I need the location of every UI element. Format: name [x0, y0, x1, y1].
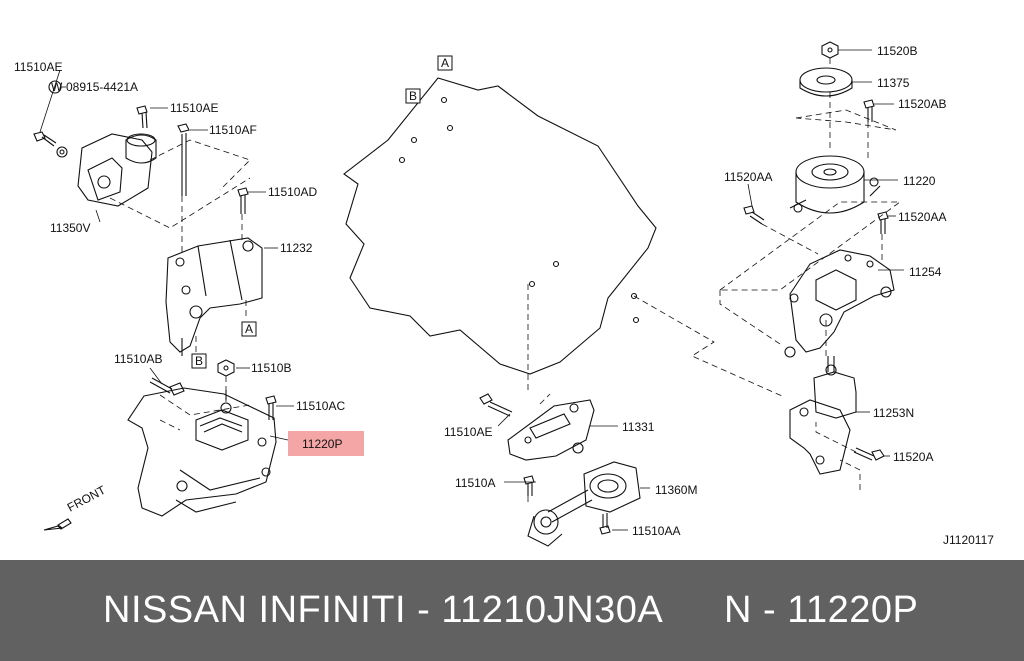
engine-mount-11350v — [77, 133, 157, 207]
bolt-icon — [877, 211, 889, 234]
engine-mount-11220 — [789, 155, 881, 214]
label-08915: 08915-4421A — [66, 80, 138, 94]
long-bolt-icon — [177, 123, 190, 196]
label-11520b: 11520B — [877, 44, 917, 58]
engine-outline — [343, 77, 657, 375]
footer-banner: NISSAN INFINITI - 11210JN30A N - 11220P — [0, 560, 1024, 661]
label-11520aa-left: 11520AA — [724, 170, 773, 184]
box-label-a-mid: A — [441, 56, 449, 70]
bolt-icon — [863, 99, 875, 122]
bracket-11232 — [165, 237, 263, 356]
bolt-icon — [237, 187, 249, 214]
label-11510ab: 11510AB — [114, 352, 163, 366]
label-11254: 11254 — [909, 265, 942, 279]
label-11220: 11220 — [903, 174, 936, 188]
engine-mount-11253n — [789, 356, 857, 475]
nut-icon — [217, 359, 235, 377]
label-11510ae-mid: 11510AE — [444, 425, 493, 439]
label-11520a: 11520A — [893, 450, 933, 464]
label-11232: 11232 — [280, 241, 313, 255]
bolt-icon — [523, 475, 535, 496]
torque-rod-11360m — [527, 461, 641, 547]
nut-icon — [821, 41, 839, 59]
bolt-icon — [149, 377, 185, 396]
banner-oem-part-number: N - 11220P — [724, 589, 919, 631]
label-11520ab: 11520AB — [898, 97, 947, 111]
washer-symbol: W — [51, 80, 63, 94]
bracket-11254 — [784, 249, 895, 358]
label-11510a: 11510A — [455, 476, 495, 490]
label-11220p: 11220P — [302, 437, 342, 451]
label-11510ad: 11510AD — [268, 185, 317, 199]
banner-brand-part-number: NISSAN INFINITI - 11210JN30A — [103, 589, 664, 631]
box-label-b-left: B — [195, 354, 203, 368]
bolt-icon — [853, 447, 885, 461]
label-11520aa-right: 11520AA — [898, 210, 947, 224]
label-11510aa: 11510AA — [632, 524, 681, 538]
bolt-icon — [743, 205, 765, 225]
label-11253n: 11253N — [873, 406, 914, 420]
bolt-icon — [136, 105, 148, 129]
label-11360m: 11360M — [655, 483, 697, 497]
bolt-icon — [599, 513, 611, 535]
engine-mount-points — [398, 96, 640, 324]
washer-11375 — [799, 67, 853, 97]
label-11510b: 11510B — [251, 361, 291, 375]
label-11510ac: 11510AC — [296, 399, 345, 413]
label-11331: 11331 — [622, 420, 655, 434]
label-11375: 11375 — [877, 76, 910, 90]
front-arrow-icon — [43, 518, 72, 531]
box-label-a-left: A — [245, 322, 253, 336]
parts-diagram: 11510AE W 08915-4421A 11510AE 11510AF 11… — [14, 41, 994, 547]
diagram-id: J1120117 — [943, 533, 994, 547]
engine-mount-11220p — [127, 387, 277, 517]
label-11350v: 11350V — [50, 221, 90, 235]
label-11510ae-b: 11510AE — [170, 101, 219, 115]
label-11510ae-top: 11510AE — [14, 60, 63, 74]
bolt-icon — [479, 393, 513, 417]
highlight-11220p — [288, 431, 364, 456]
box-label-b-mid: B — [409, 89, 417, 103]
label-11510af: 11510AF — [209, 123, 257, 137]
bracket-11331 — [507, 399, 595, 461]
bolt-icon — [33, 131, 57, 147]
label-front: FRONT — [65, 483, 109, 515]
